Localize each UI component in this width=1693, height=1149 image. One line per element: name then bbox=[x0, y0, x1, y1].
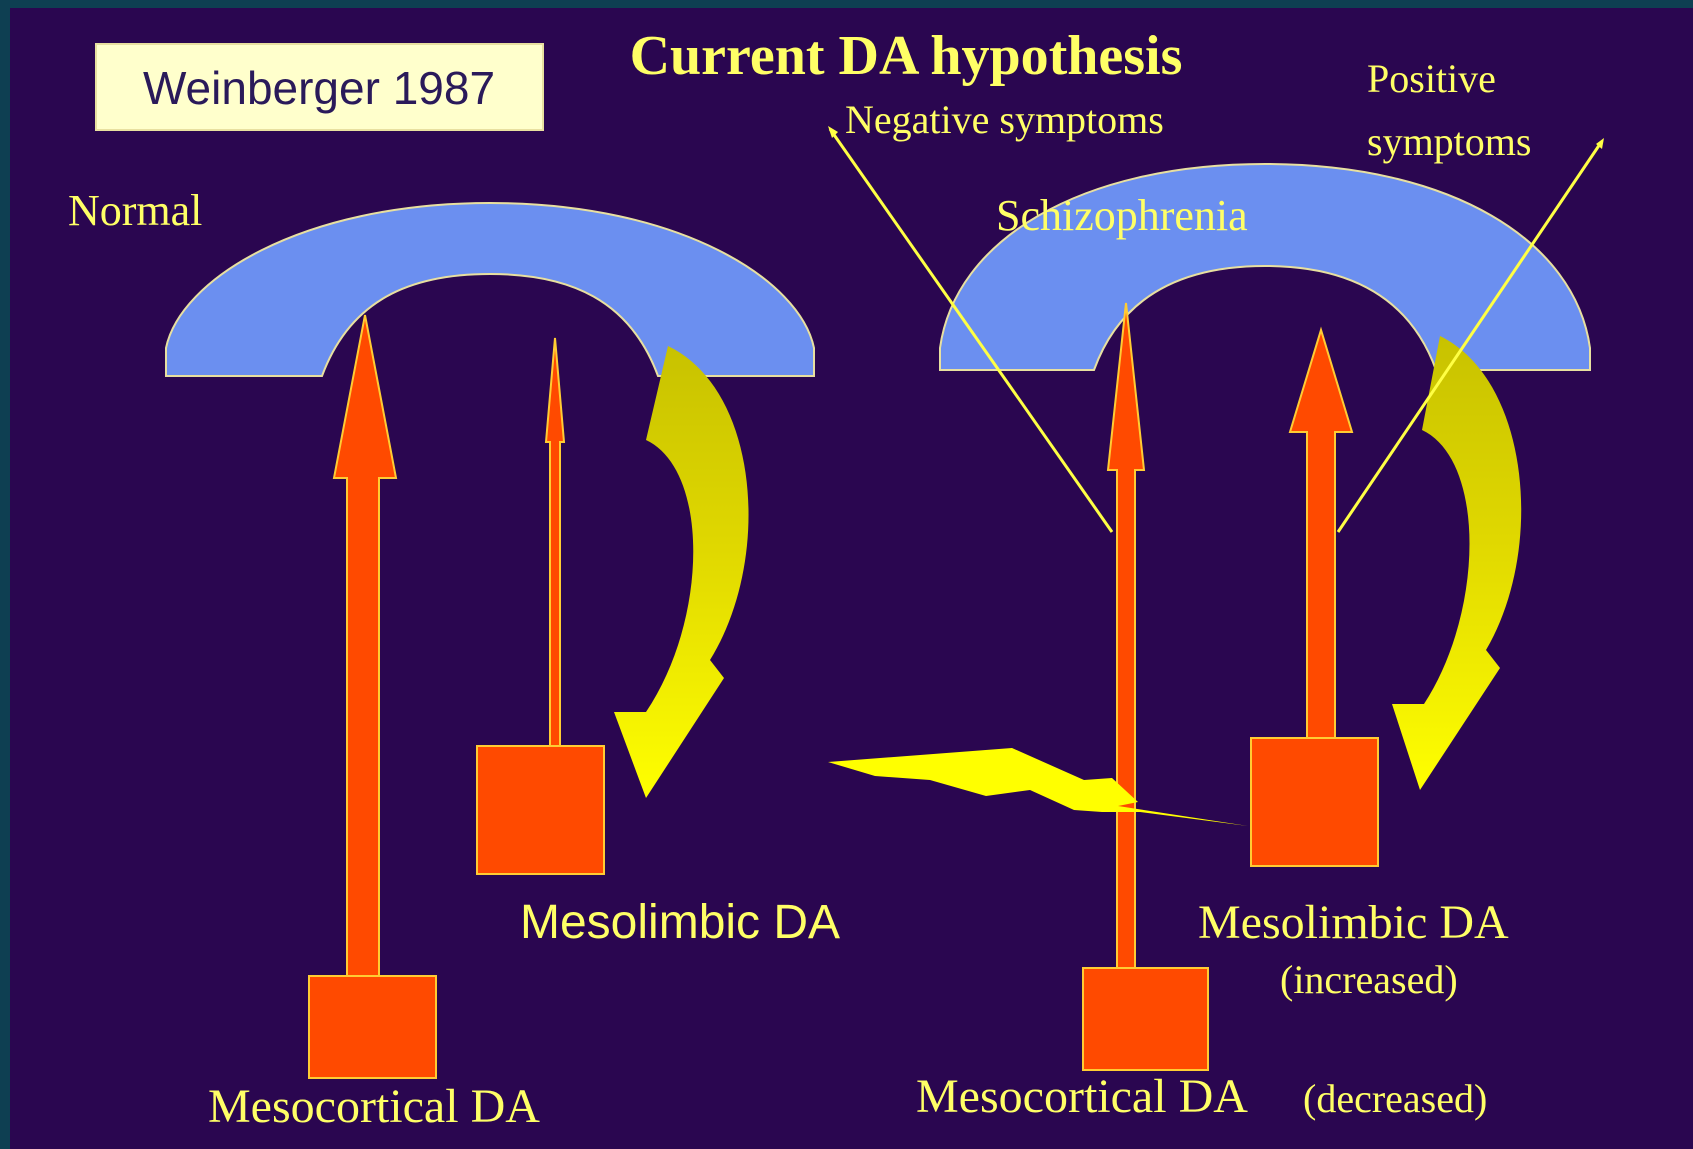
positive-symptoms-label-line2: symptoms bbox=[1367, 119, 1531, 164]
normal-mesolimbic-label: Mesolimbic DA bbox=[520, 896, 840, 949]
normal-mesolimbic-box bbox=[477, 746, 604, 874]
schizophrenia-mesocortical-box bbox=[1083, 968, 1208, 1070]
mesolimbic-increased-note: (increased) bbox=[1280, 957, 1458, 1002]
schizophrenia-mesolimbic-box bbox=[1251, 738, 1378, 866]
schizophrenia-mesocortical-label: Mesocortical DA bbox=[916, 1070, 1248, 1123]
negative-symptoms-label: Negative symptoms bbox=[845, 97, 1164, 142]
normal-mesocortical-label: Mesocortical DA bbox=[208, 1080, 540, 1133]
normal-label: Normal bbox=[68, 186, 202, 235]
schizophrenia-label: Schizophrenia bbox=[996, 191, 1248, 240]
slide-title: Current DA hypothesis bbox=[630, 25, 1183, 87]
citation-text: Weinberger 1987 bbox=[143, 62, 495, 114]
schizophrenia-mesolimbic-label: Mesolimbic DA bbox=[1198, 896, 1509, 949]
mesocortical-decreased-note: (decreased) bbox=[1303, 1076, 1487, 1121]
positive-symptoms-label-line1: Positive bbox=[1367, 56, 1496, 101]
normal-mesocortical-box bbox=[309, 976, 436, 1078]
